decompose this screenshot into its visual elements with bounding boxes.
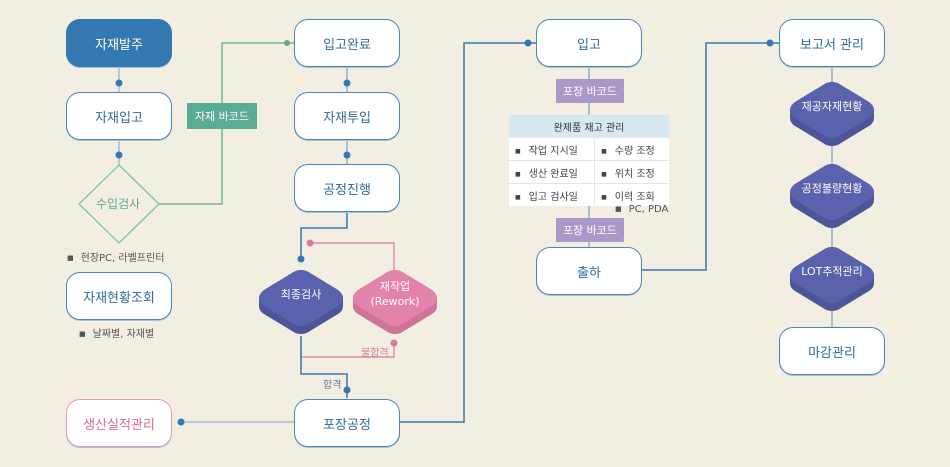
final-inspection-label: 최종검사 <box>280 287 322 301</box>
closing-management-box[interactable]: 마감관리 <box>779 327 885 375</box>
material-order-label: 자재발주 <box>95 37 143 53</box>
package-barcode-tag-bottom: 포장 바코드 <box>556 218 624 242</box>
closing-management-label: 마감관리 <box>808 345 856 361</box>
material-input-label: 자재투입 <box>323 110 371 126</box>
material-status-query-box[interactable]: 자재현황조회 <box>66 272 172 320</box>
inventory-item: 작업 지시일 <box>509 137 595 161</box>
inspection-device-note: 현장PC, 라벨프린터 <box>67 249 165 264</box>
connector-rework-return <box>310 242 395 270</box>
finished-goods-inventory-table: 완제품 재고 관리 작업 지시일수량 조정 생산 완료일위치 조정 입고 검사일… <box>509 115 669 206</box>
material-status-query-label: 자재현황조회 <box>83 290 155 306</box>
receiving-done-label: 입고완료 <box>323 37 371 53</box>
fail-label: 불합격 <box>361 348 389 359</box>
connector-dot <box>343 151 351 159</box>
shipping-box[interactable]: 출하 <box>536 247 642 295</box>
hex-shape-indigo <box>259 270 343 334</box>
rework-node[interactable]: 재작업 (Rework) <box>352 268 438 334</box>
rework-label-line1: 재작업 <box>379 280 411 293</box>
table-row: 입고 검사일이력 조회 <box>509 183 669 206</box>
connector-dot <box>306 239 314 247</box>
table-row: 생산 완료일위치 조정 <box>509 160 669 184</box>
hex-shape-indigo <box>790 247 874 311</box>
defect-status-node[interactable]: 공정불량현황 <box>789 162 875 228</box>
pass-label: 합격 <box>323 380 342 391</box>
shipping-label: 출하 <box>577 265 601 281</box>
hex-shape-indigo <box>790 82 874 146</box>
inventory-title: 완제품 재고 관리 <box>509 115 669 138</box>
material-order-box[interactable]: 자재발주 <box>66 19 172 67</box>
table-row: 작업 지시일수량 조정 <box>509 137 669 161</box>
wip-status-node[interactable]: 재공자재현황 <box>789 80 875 146</box>
defect-status-label: 공정불량현황 <box>801 181 863 195</box>
connector-dot <box>343 79 351 87</box>
connector-dot <box>115 79 123 87</box>
inbound-box[interactable]: 입고 <box>536 19 642 67</box>
package-barcode-tag-top: 포장 바코드 <box>556 79 624 103</box>
connector-dot <box>390 339 398 347</box>
packaging-process-box[interactable]: 포장공정 <box>294 399 400 447</box>
material-receiving-label: 자재입고 <box>95 110 143 126</box>
hex-shape-indigo <box>790 164 874 228</box>
material-input-box[interactable]: 자재투입 <box>294 92 400 140</box>
hex-shape-pink <box>353 270 437 334</box>
device-note: PC, PDA <box>615 204 669 215</box>
inventory-item: 위치 조정 <box>594 160 669 184</box>
material-receiving-box[interactable]: 자재입고 <box>66 92 172 140</box>
packaging-process-label: 포장공정 <box>323 417 371 433</box>
material-barcode-tag: 자재 바코드 <box>187 103 257 129</box>
inventory-item: 수량 조정 <box>594 137 669 161</box>
lot-tracking-label: LOT추적관리 <box>801 264 863 278</box>
report-management-box[interactable]: 보고서 관리 <box>779 19 885 67</box>
process-progress-label: 공정진행 <box>323 182 371 198</box>
production-performance-label: 생산실적관리 <box>83 417 155 433</box>
connector-progress-final-inspection <box>300 212 348 260</box>
connector-dot <box>343 386 351 394</box>
status-query-note: 날짜별, 자재별 <box>79 325 155 340</box>
inventory-item: 입고 검사일 <box>509 183 595 206</box>
report-management-label: 보고서 관리 <box>800 37 864 53</box>
inventory-item: 이력 조회 <box>594 183 669 206</box>
process-progress-box[interactable]: 공정진행 <box>294 164 400 212</box>
incoming-inspection-label[interactable]: 수입검사 <box>96 197 141 211</box>
inbound-label: 입고 <box>577 37 601 53</box>
rework-label-line2: (Rework) <box>370 295 420 308</box>
lot-tracking-node[interactable]: LOT추적관리 <box>789 245 875 311</box>
connector-dot <box>297 255 305 263</box>
inspection-diamond <box>78 164 160 244</box>
production-performance-box[interactable]: 생산실적관리 <box>66 399 172 447</box>
connector-shipping-reports <box>642 42 779 271</box>
connector-dot <box>284 40 290 46</box>
connector-pass-to-packaging <box>300 336 348 398</box>
final-inspection-node[interactable]: 최종검사 <box>258 268 344 334</box>
connector-dot <box>115 151 123 159</box>
inventory-item: 생산 완료일 <box>509 160 595 184</box>
receiving-done-box[interactable]: 입고완료 <box>294 19 400 67</box>
rework-label: 재작업 (Rework) <box>352 268 438 320</box>
connector-dot <box>766 39 774 47</box>
wip-status-label: 재공자재현황 <box>801 99 863 113</box>
connector-dot <box>524 39 532 47</box>
connector-dot <box>177 418 185 426</box>
connector-packaging-inbound <box>400 42 537 423</box>
